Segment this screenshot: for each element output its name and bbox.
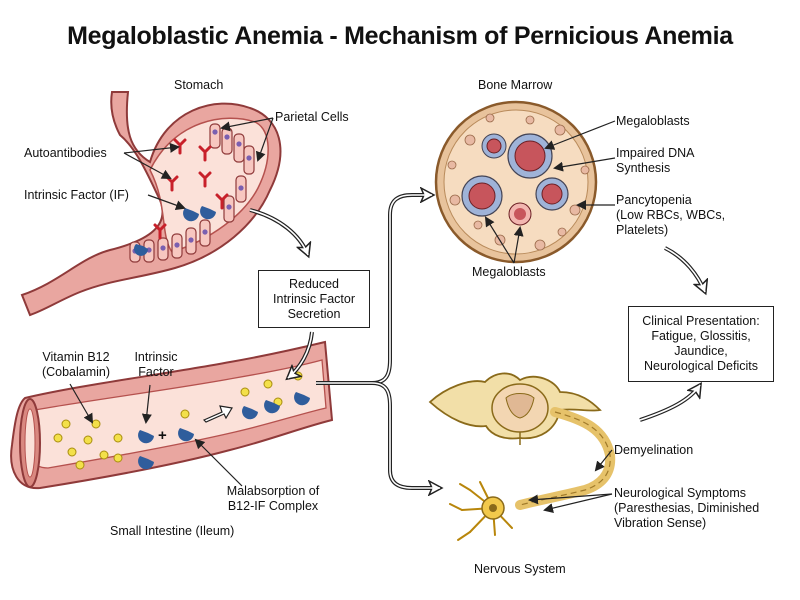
- intrinsic-factor-label: Intrinsic Factor (IF): [24, 188, 129, 202]
- label-line: Platelets): [616, 223, 669, 237]
- label-line: Intrinsic: [134, 350, 178, 364]
- arrow-nervous-to-clinical: [639, 385, 700, 422]
- absorption-arrow: [202, 405, 233, 423]
- nervous-system-label: Nervous System: [474, 562, 566, 576]
- box-line: Neurological Deficits: [644, 359, 758, 373]
- neuro-symptoms-label: Neurological Symptoms (Paresthesias, Dim…: [614, 486, 759, 531]
- intestine-if-molecules: [138, 392, 310, 470]
- megaloblast-cells: [461, 133, 569, 226]
- nervous-leader-lines: [528, 449, 613, 514]
- label-line: (Low RBCs, WBCs,: [616, 208, 726, 222]
- label-line: B12-IF Complex: [227, 499, 319, 513]
- parietal-cells-label: Parietal Cells: [275, 110, 349, 124]
- small-intestine-label: Small Intestine (Ileum): [110, 524, 235, 538]
- box-line: Fatigue, Glossitis,: [651, 329, 751, 343]
- label-line: Synthesis: [616, 161, 671, 175]
- clinical-presentation-box: Clinical Presentation: Fatigue, Glossiti…: [628, 306, 774, 382]
- reduced-if-secretion-box: Reduced Intrinsic Factor Secretion: [258, 270, 370, 328]
- label-line: (Paresthesias, Diminished: [614, 501, 760, 515]
- stomach-label: Stomach: [174, 78, 224, 92]
- autoantibodies-label: Autoantibodies: [24, 146, 107, 160]
- label-line: Vitamin B12: [42, 350, 110, 364]
- box-line: Clinical Presentation:: [642, 314, 760, 328]
- label-line: (Cobalamin): [41, 365, 111, 379]
- gastric-glands: [129, 123, 255, 263]
- box-line: Intrinsic Factor: [273, 291, 355, 306]
- box-line: Reduced: [288, 276, 340, 291]
- parietal-cell-nuclei: [132, 129, 252, 254]
- impaired-dna-label: Impaired DNA Synthesis: [616, 146, 695, 176]
- megaloblasts-label-top: Megaloblasts: [616, 114, 690, 128]
- demyelination-label: Demyelination: [614, 443, 694, 457]
- bone-marrow-illustration: [434, 100, 598, 264]
- arrow-stomach-to-box: [249, 208, 308, 255]
- label-line: Factor: [138, 365, 174, 379]
- label-line: Neurological Symptoms: [614, 486, 746, 500]
- vitamin-b12-label: Vitamin B12 (Cobalamin): [36, 350, 116, 380]
- arrow-marrow-to-clinical: [664, 246, 705, 292]
- branch-arrows: [316, 195, 440, 488]
- malabsorption-label: Malabsorption of B12-IF Complex: [218, 484, 328, 514]
- megaloblasts-label-bottom: Megaloblasts: [472, 265, 546, 279]
- intrinsic-factor-molecules: [134, 206, 216, 256]
- label-line: Pancytopenia: [616, 193, 692, 207]
- pancytopenia-label: Pancytopenia (Low RBCs, WBCs, Platelets): [616, 193, 725, 238]
- box-line: Secretion: [287, 306, 341, 321]
- marrow-background-cells: [447, 113, 590, 251]
- stomach-leader-lines: [123, 117, 274, 210]
- autoantibodies: [153, 138, 229, 240]
- label-line: Impaired DNA: [616, 146, 695, 160]
- box-line: Jaundice,: [674, 344, 728, 358]
- diagram-title: Megaloblastic Anemia - Mechanism of Pern…: [67, 22, 733, 50]
- stomach-illustration: [20, 91, 282, 317]
- marrow-leader-lines: [484, 120, 616, 264]
- bone-marrow-label: Bone Marrow: [478, 78, 553, 92]
- label-line: Vibration Sense): [614, 516, 707, 530]
- intestine-intrinsic-factor-label: Intrinsic Factor: [128, 350, 184, 380]
- plus-sign: +: [158, 427, 167, 444]
- nervous-system-illustration: [428, 372, 616, 541]
- intestine-leader-lines: [69, 383, 243, 487]
- label-line: Malabsorption of: [226, 484, 320, 498]
